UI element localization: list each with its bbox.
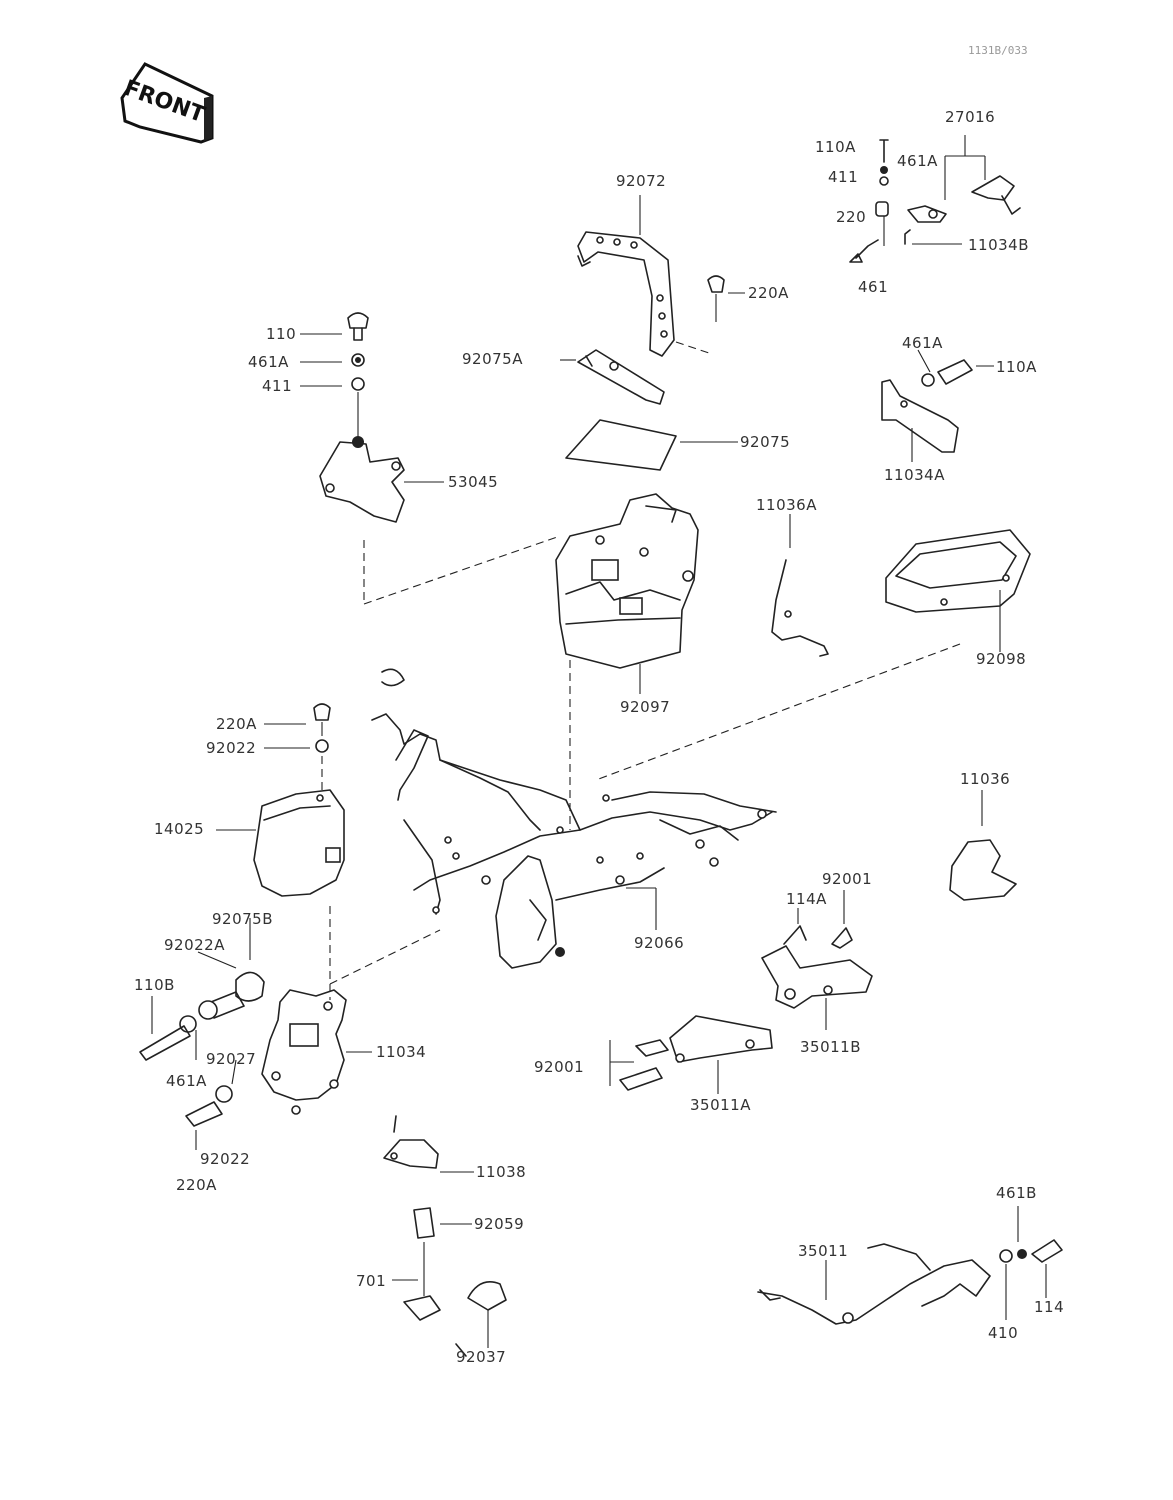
front-direction-badge: FRONT <box>120 62 214 144</box>
part-11038-bracket <box>383 1115 474 1173</box>
part-27016-assembly <box>849 135 1021 263</box>
label-11038: 11038 <box>476 1163 526 1181</box>
label-92022A: 92022A <box>164 936 225 954</box>
label-110B: 110B <box>134 976 175 994</box>
part-92075-pad <box>565 419 738 471</box>
part-frame-main <box>371 668 777 969</box>
label-461A-left: 461A <box>248 353 289 371</box>
label-11034A: 11034A <box>884 466 945 484</box>
label-14025: 14025 <box>154 820 204 838</box>
label-92098: 92098 <box>976 650 1026 668</box>
part-220A-mid-bolt <box>264 703 331 796</box>
part-110B-bolt-stack <box>139 918 265 1150</box>
label-92075A: 92075A <box>462 350 523 368</box>
label-11036: 11036 <box>960 770 1010 788</box>
part-11036-strap <box>949 790 1017 901</box>
part-53045-bracket <box>319 436 561 605</box>
part-92059-bolt <box>403 1207 472 1321</box>
label-110A-top: 110A <box>815 138 856 156</box>
label-35011A: 35011A <box>690 1096 751 1114</box>
part-92097-box <box>555 493 699 830</box>
label-92072: 92072 <box>616 172 666 190</box>
label-92001-mid: 92001 <box>534 1058 584 1076</box>
label-220A-bottom: 220A <box>176 1176 217 1194</box>
part-110-bolt-stack <box>300 312 369 436</box>
part-35011A-bracket <box>609 1015 773 1094</box>
label-461A-bottom: 461A <box>166 1072 207 1090</box>
catalog-code: 1131B/033 <box>968 44 1028 57</box>
part-35011-rod <box>757 1206 1063 1325</box>
label-92059: 92059 <box>474 1215 524 1233</box>
label-11034B: 11034B <box>968 236 1029 254</box>
label-35011: 35011 <box>798 1242 848 1260</box>
label-92075: 92075 <box>740 433 790 451</box>
label-110A-right: 110A <box>996 358 1037 376</box>
label-461A-top: 461A <box>897 152 938 170</box>
label-92066: 92066 <box>634 934 684 952</box>
part-11034-bracket <box>261 929 441 1115</box>
label-92097: 92097 <box>620 698 670 716</box>
label-92001-right: 92001 <box>822 870 872 888</box>
label-220: 220 <box>836 208 866 226</box>
part-14025-cover <box>216 789 345 1000</box>
label-461A-right: 461A <box>902 334 943 352</box>
label-35011B: 35011B <box>800 1038 861 1056</box>
part-92075A-pad <box>560 349 665 405</box>
label-92022-mid: 92022 <box>206 739 256 757</box>
label-220A-mid: 220A <box>216 715 257 733</box>
label-11036A: 11036A <box>756 496 817 514</box>
part-92037-clamp <box>455 1281 507 1357</box>
label-220A-top: 220A <box>748 284 789 302</box>
part-35011B-bracket <box>761 890 873 1030</box>
label-92075B: 92075B <box>212 910 273 928</box>
label-92027: 92027 <box>206 1050 256 1068</box>
label-114A: 114A <box>786 890 827 908</box>
label-461B: 461B <box>996 1184 1037 1202</box>
label-53045: 53045 <box>448 473 498 491</box>
label-410: 410 <box>988 1324 1018 1342</box>
part-11034A-bracket <box>881 349 994 462</box>
label-411-left: 411 <box>262 377 292 395</box>
label-461: 461 <box>858 278 888 296</box>
label-114: 114 <box>1034 1298 1064 1316</box>
label-701: 701 <box>356 1272 386 1290</box>
part-11036A-strap <box>771 514 829 657</box>
label-11034: 11034 <box>376 1043 426 1061</box>
label-92022-bottom: 92022 <box>200 1150 250 1168</box>
label-92037: 92037 <box>456 1348 506 1366</box>
part-92072-bracket <box>577 195 713 357</box>
label-411-top: 411 <box>828 168 858 186</box>
label-27016: 27016 <box>945 108 995 126</box>
part-92098-cover <box>595 529 1031 781</box>
part-220A-top-bolt <box>707 275 745 322</box>
label-110: 110 <box>266 325 296 343</box>
